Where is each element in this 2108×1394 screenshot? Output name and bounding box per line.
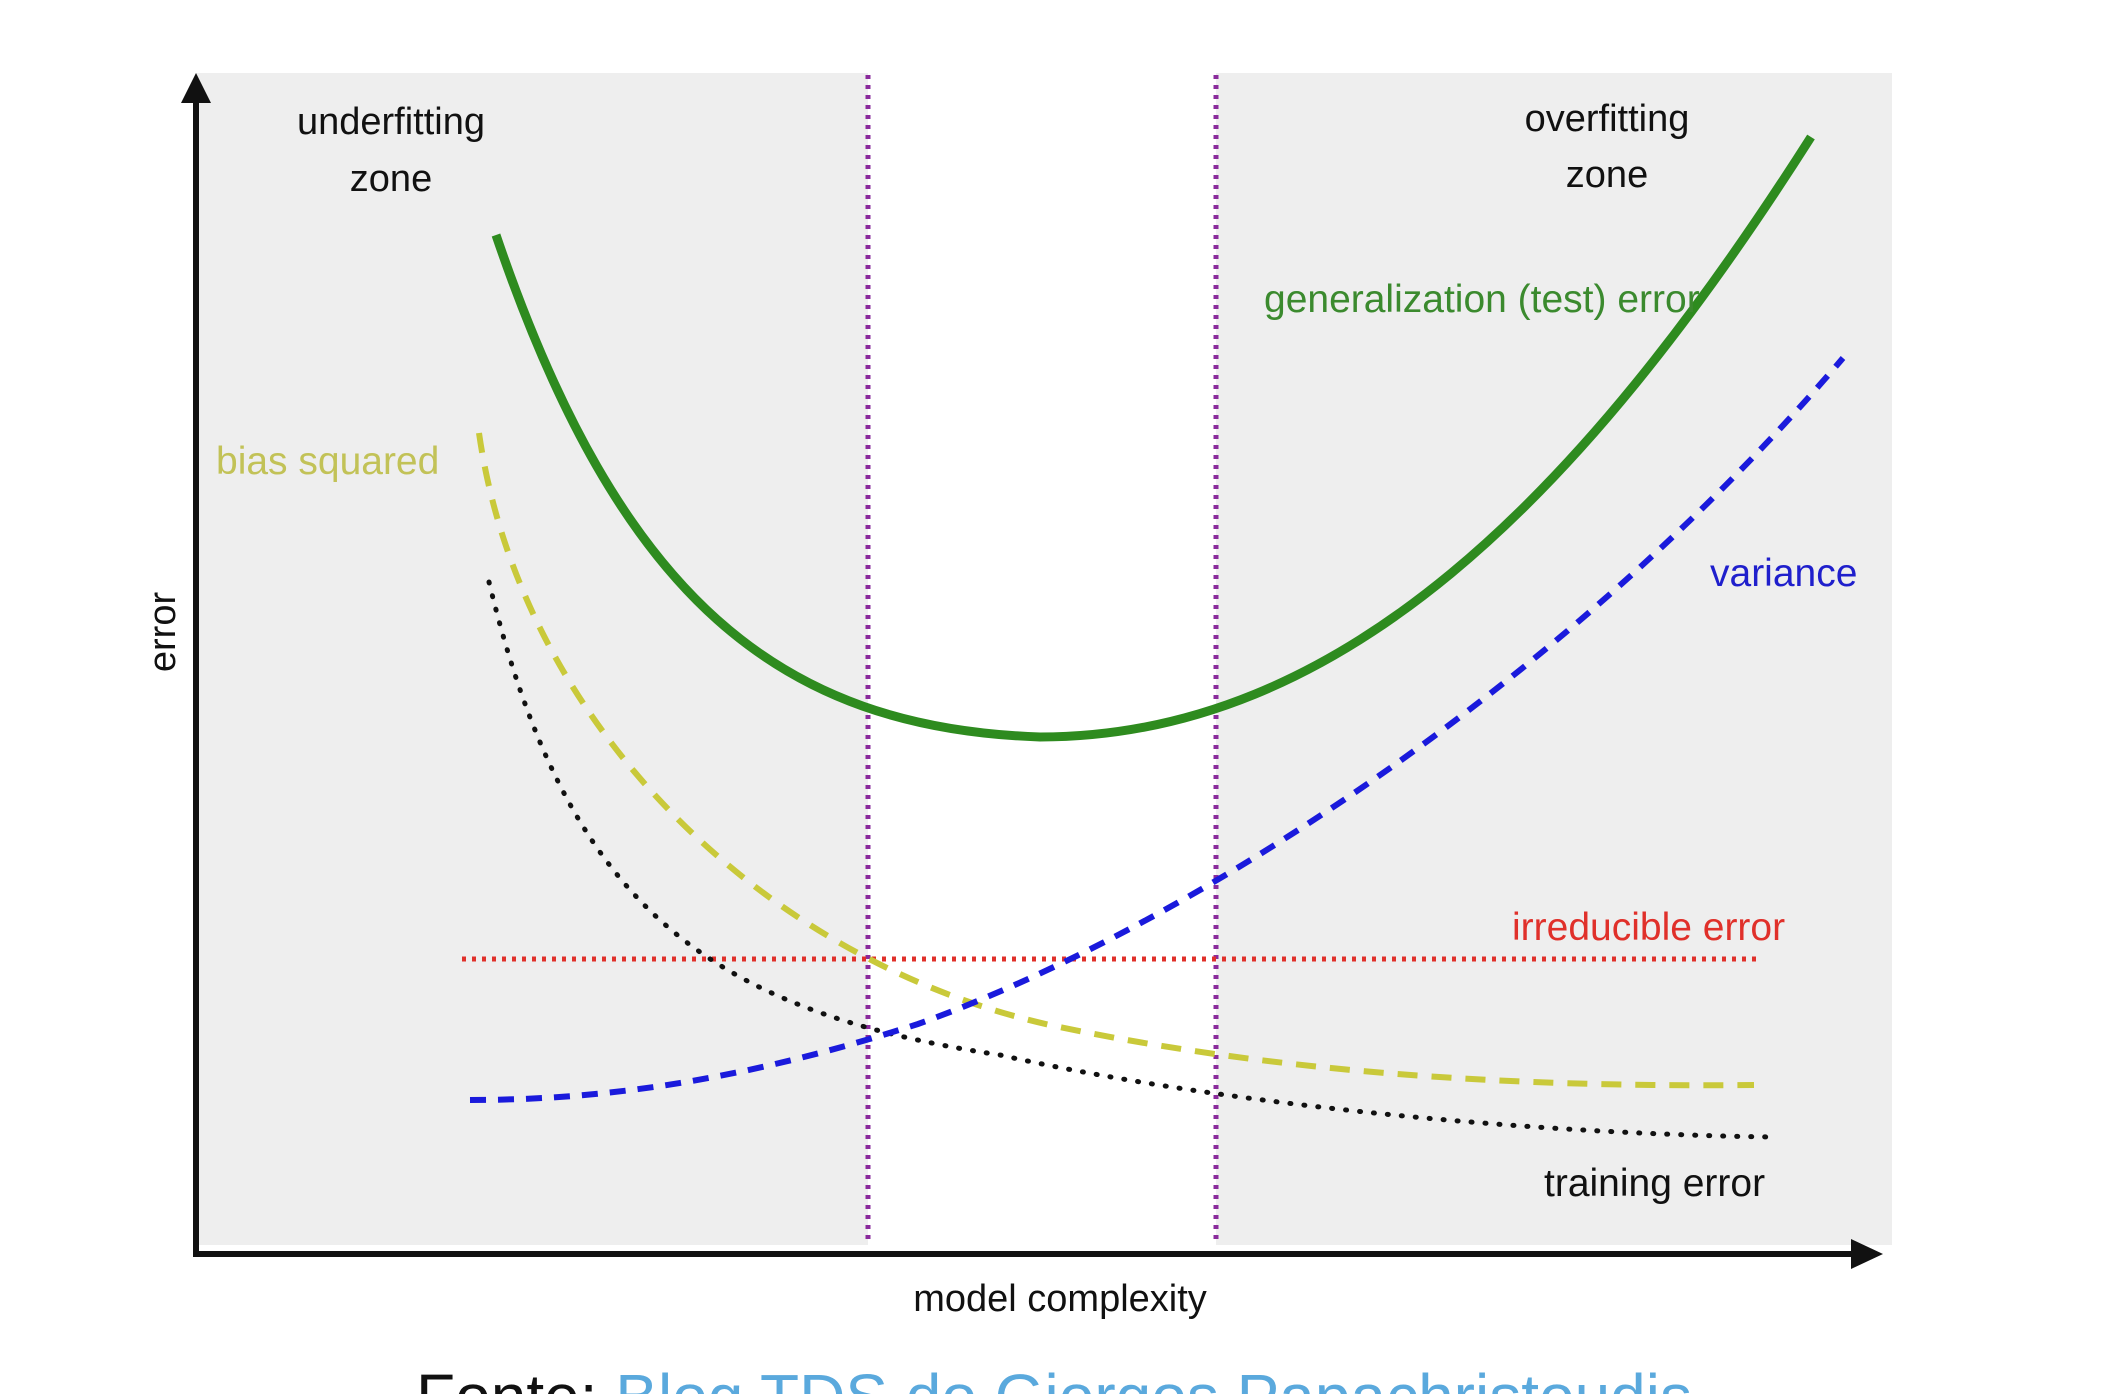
irreducible-error-label: irreducible error bbox=[1512, 906, 1785, 949]
underfitting-zone-label-line1: underfitting bbox=[297, 101, 485, 143]
bias-squared-label: bias squared bbox=[216, 440, 439, 483]
variance-label: variance bbox=[1710, 552, 1857, 595]
figure-caption: Fonte: Blog TDS do Giorgos Papachristoud… bbox=[0, 1352, 2108, 1394]
variance-curve bbox=[469, 356, 1846, 1103]
training-error-label: training error bbox=[1544, 1162, 1765, 1205]
y-axis-arrow bbox=[181, 73, 211, 103]
overfitting-zone-label-line2: zone bbox=[1566, 154, 1648, 196]
y-axis-title: error bbox=[142, 592, 184, 673]
generalization-error-label: generalization (test) error bbox=[1264, 278, 1700, 321]
x-axis-arrow bbox=[1851, 1239, 1883, 1269]
optimal-zone-bg bbox=[868, 73, 1216, 1245]
underfitting-zone-bg bbox=[196, 73, 868, 1245]
training-error-curve bbox=[486, 579, 1773, 1140]
caption-prefix: Fonte: bbox=[416, 1361, 597, 1394]
caption-source-link[interactable]: Blog TDS do Giorgos Papachristoudis bbox=[615, 1361, 1692, 1394]
generalization-error-curve bbox=[491, 134, 1815, 742]
overfitting-zone-label-line1: overfitting bbox=[1525, 98, 1690, 140]
x-axis-title: model complexity bbox=[913, 1278, 1207, 1320]
underfitting-zone-label-line2: zone bbox=[350, 158, 432, 200]
overfitting-zone-bg bbox=[1216, 73, 1892, 1245]
